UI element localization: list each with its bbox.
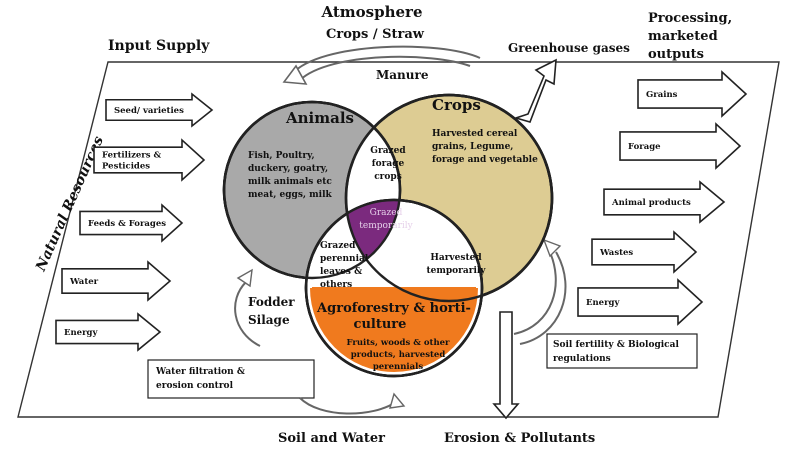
crops-cycle-arrow (513, 238, 567, 345)
input-arrow-3: Feeds & Forages (79, 203, 184, 243)
svg-text:perennials: perennials (373, 362, 424, 372)
greenhouse-arrow (513, 58, 557, 123)
svg-text:Water filtration &: Water filtration & (155, 367, 245, 377)
input-arrow-1-label: Seed/ varieties (114, 106, 184, 116)
fodder-cycle-arrow (234, 268, 261, 347)
manure-label: Manure (376, 68, 429, 82)
input-arrow-2-label: Fertilizers & (102, 151, 162, 161)
animals-title: Animals (285, 109, 354, 127)
svg-text:Harvested: Harvested (430, 253, 482, 263)
atmosphere-cycle-arrow (282, 45, 481, 85)
svg-text:Fodder: Fodder (248, 295, 295, 309)
grazed-perennial: Grazed perennial leaves & others (320, 241, 369, 290)
svg-text:grains, Legume,: grains, Legume, (432, 142, 513, 152)
soil-water-label: Soil and Water (278, 431, 385, 446)
svg-text:meat, eggs, milk: meat, eggs, milk (248, 190, 333, 200)
output-arrow-3: Animal products (603, 180, 726, 224)
agroforestry-description: Fruits, woods & other products, harveste… (346, 338, 450, 372)
input-arrow-4-label: Water (69, 277, 99, 287)
svg-text:Agroforestry & horti-: Agroforestry & horti- (316, 301, 471, 316)
input-arrow-2-label: Pesticides (102, 162, 150, 172)
output-arrow-2-label: Forage (628, 142, 661, 152)
grazed-forage-crops: Grazed forage crops (370, 146, 406, 182)
input-arrow-1: Seed/ varieties (105, 92, 214, 128)
svg-text:erosion control: erosion control (156, 381, 234, 391)
svg-text:forage: forage (372, 159, 405, 169)
agroforestry-title: Agroforestry & horti- culture (316, 301, 471, 332)
svg-text:leaves &: leaves & (320, 267, 362, 277)
soil-fertility-box: Soil fertility & Biological regulations (546, 333, 698, 369)
input-arrow-2: Fertilizers &Pesticides (93, 138, 206, 182)
crops-straw-label: Crops / Straw (326, 27, 425, 42)
svg-text:outputs: outputs (648, 47, 704, 62)
svg-text:temporarily: temporarily (359, 221, 413, 231)
fodder-silage-label: Fodder Silage (248, 295, 295, 327)
svg-text:regulations: regulations (553, 354, 611, 364)
svg-text:duckery, goatry,: duckery, goatry, (248, 164, 328, 174)
svg-text:perennial: perennial (320, 254, 369, 264)
output-arrow-5-label: Energy (586, 298, 620, 308)
crops-title: Crops (432, 96, 481, 114)
input-arrow-3-label: Feeds & Forages (88, 219, 166, 229)
output-arrow-1: Grains (637, 70, 748, 118)
greenhouse-gases-label: Greenhouse gases (508, 41, 630, 55)
input-arrow-5: Energy (55, 312, 162, 352)
erosion-arrow (492, 311, 520, 420)
soil-water-cycle-arrow (299, 392, 406, 415)
crops-description: Harvested cereal grains, Legume, forage … (432, 129, 538, 165)
svg-text:Harvested cereal: Harvested cereal (432, 129, 518, 139)
output-arrow-4-label: Wastes (599, 248, 633, 258)
svg-text:Grazed: Grazed (370, 208, 403, 218)
svg-text:forage and vegetable: forage and vegetable (432, 155, 538, 165)
output-arrow-1-label: Grains (646, 90, 678, 100)
output-arrow-2: Forage (619, 122, 742, 170)
svg-text:products, harvested: products, harvested (351, 350, 446, 360)
output-arrow-5: Energy (577, 278, 704, 326)
svg-text:Fruits, woods & other: Fruits, woods & other (346, 338, 450, 348)
svg-text:culture: culture (354, 317, 407, 332)
svg-text:Soil fertility & Biological: Soil fertility & Biological (553, 340, 679, 350)
water-filtration-box: Water filtration & erosion control (147, 359, 315, 399)
animals-description: Fish, Poultry, duckery, goatry, milk ani… (248, 151, 333, 200)
svg-text:others: others (320, 280, 352, 290)
svg-text:Grazed: Grazed (320, 241, 356, 251)
svg-text:Grazed: Grazed (370, 146, 406, 156)
output-arrow-3-label: Animal products (611, 198, 691, 208)
input-supply-label: Input Supply (108, 38, 210, 54)
svg-text:milk animals etc: milk animals etc (248, 177, 332, 187)
harvested-temporarily: Harvested temporarily (426, 253, 486, 276)
input-arrow-5-label: Energy (64, 328, 98, 338)
output-arrow-4: Wastes (591, 230, 698, 274)
input-arrow-4: Water (61, 260, 172, 302)
svg-text:Fish, Poultry,: Fish, Poultry, (248, 151, 315, 161)
svg-text:marketed: marketed (648, 29, 718, 44)
svg-text:temporarily: temporarily (426, 266, 486, 276)
svg-text:crops: crops (374, 172, 402, 182)
processing-outputs-label: Processing, marketed outputs (648, 11, 732, 62)
svg-text:Processing,: Processing, (648, 11, 732, 26)
grazed-temporarily: Grazed temporarily (359, 208, 413, 231)
atmosphere-label: Atmosphere (320, 3, 422, 21)
agroforestry-band (310, 288, 478, 372)
svg-text:Silage: Silage (248, 313, 290, 327)
erosion-pollutants-label: Erosion & Pollutants (444, 431, 595, 446)
